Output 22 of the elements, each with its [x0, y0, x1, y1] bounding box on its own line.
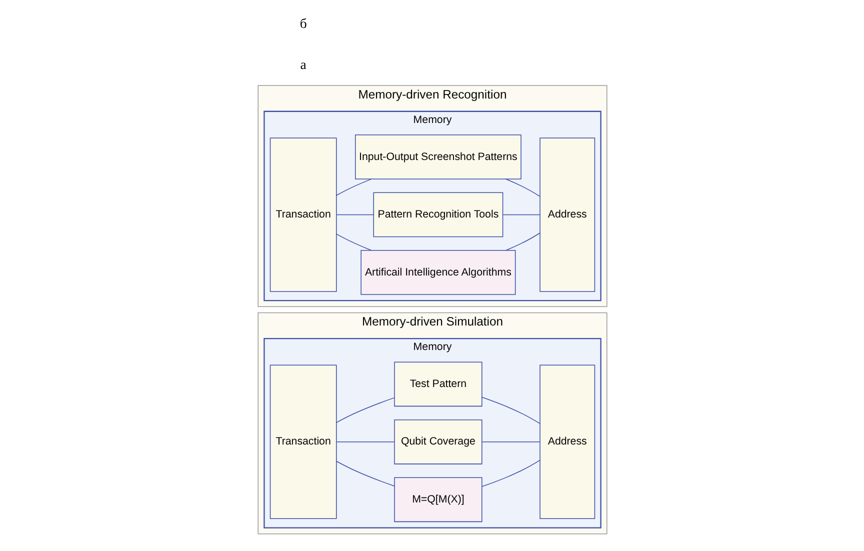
node-box: Pattern Recognition Tools: [372, 192, 503, 238]
node-box: Test Pattern: [394, 362, 482, 407]
label: а: [300, 57, 306, 72]
node-box: Address: [539, 364, 595, 520]
label: б: [299, 16, 306, 32]
node-box: Artificail Intelligence Algorithms: [360, 250, 516, 295]
connector: [336, 214, 374, 216]
connector: [502, 214, 540, 216]
node-box: Transaction: [269, 364, 336, 520]
connector: [336, 460, 394, 486]
connector: [504, 232, 540, 251]
node-box: Input-Output Screenshot Patterns: [354, 134, 521, 180]
connector: [504, 178, 540, 197]
node-box: Qubit Coverage: [394, 420, 482, 464]
node-box: Address: [539, 138, 595, 292]
node-box: M=Q[M(X)]: [394, 477, 482, 522]
connector: [481, 460, 540, 487]
connector: [481, 396, 540, 424]
connector: [336, 234, 372, 251]
connector: [336, 178, 372, 196]
connector: [336, 397, 394, 423]
node-box: Transaction: [269, 138, 336, 292]
